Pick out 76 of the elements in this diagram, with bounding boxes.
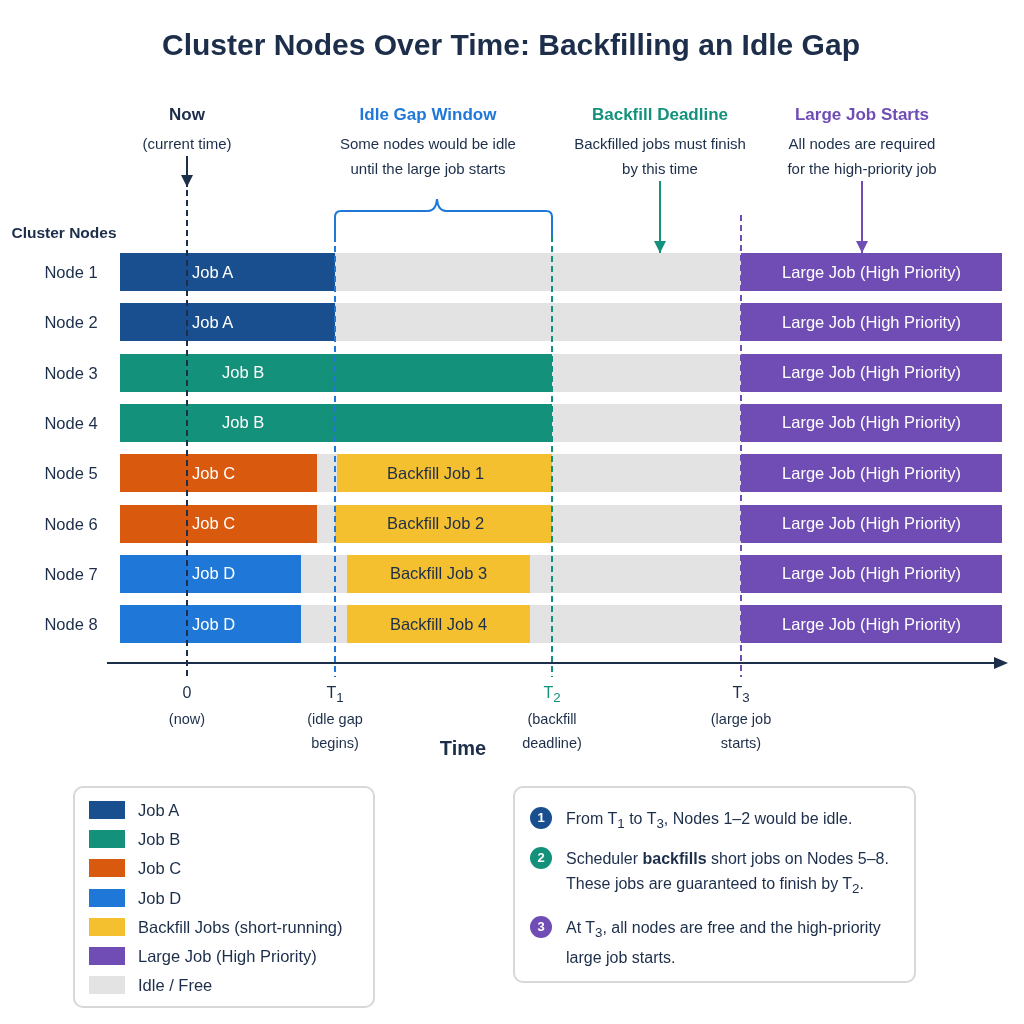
job-bar: Large Job (High Priority) <box>741 253 1002 291</box>
annotation-text: Backfilled jobs must finish by this time <box>573 134 747 179</box>
job-bar: Large Job (High Priority) <box>741 454 1002 493</box>
job-bar: Backfill Job 2 <box>335 504 552 543</box>
diagram-title: Cluster Nodes Over Time: Backfilling an Idle Gap <box>162 27 861 63</box>
legend-label: Large Job (High Priority) <box>138 946 318 966</box>
row-label: Node 7 <box>43 563 99 584</box>
legend-label: Backfill Jobs (short-running) <box>138 916 344 937</box>
job-bar: Job A <box>120 303 335 342</box>
row-label: Node 4 <box>43 412 99 433</box>
job-bar: Large Job (High Priority) <box>741 605 1002 644</box>
job-bar: Job D <box>120 554 301 593</box>
idle-bar <box>335 253 741 291</box>
row-label: Node 5 <box>43 463 99 484</box>
job-bar: Large Job (High Priority) <box>741 403 1002 442</box>
legend-label: Job C <box>138 858 183 879</box>
step-number: 3 <box>530 916 552 938</box>
job-bar: Job C <box>120 504 317 543</box>
annotation-text: (current time) <box>141 134 233 154</box>
arrow <box>654 180 666 254</box>
note-text: From T$_{1}$ to T$_{3}$, Nodes 1–2 would be idle. <box>566 808 854 833</box>
job-bar: Large Job (High Priority) <box>741 353 1002 392</box>
idle-bar <box>335 303 741 342</box>
job-bar: Job A <box>120 253 335 291</box>
annotation-heading: Backfill Deadline <box>590 104 730 126</box>
annotation-text: All nodes are required for the high-priority job <box>786 134 938 179</box>
idle-bar <box>552 454 741 493</box>
arrow <box>856 180 868 254</box>
job-bar: Large Job (High Priority) <box>741 303 1002 342</box>
job-bar: Backfill Job 1 <box>337 454 552 493</box>
notes-panel <box>513 786 916 983</box>
job-bar: Job B <box>120 353 552 392</box>
annotation-heading: Now <box>168 104 206 126</box>
row-header: Cluster Nodes <box>10 223 118 243</box>
job-bar: Job D <box>120 605 301 644</box>
note-text: At T$_{3}$, all nodes are free and the high-priority large job starts. <box>566 917 882 968</box>
idle-bar <box>301 605 347 644</box>
legend-label: Idle / Free <box>138 975 214 996</box>
idle-bar <box>301 554 347 593</box>
annotation-text: Some nodes would be idle until the large job starts <box>339 134 517 179</box>
job-bar: Large Job (High Priority) <box>741 504 1002 543</box>
step-number: 2 <box>530 847 552 869</box>
tick-label: T$_{2}$ <box>542 683 562 708</box>
row-label: Node 6 <box>43 513 99 534</box>
annotation-heading: Idle Gap Window <box>358 104 498 126</box>
idle-bar <box>317 454 337 493</box>
tick-caption: (backfill deadline) <box>521 710 583 753</box>
legend-label: Job B <box>138 829 182 850</box>
job-bar: Job B <box>120 403 552 442</box>
job-bar: Job C <box>120 454 317 493</box>
idle-bar <box>552 504 741 543</box>
idle-bar <box>530 554 741 593</box>
note-text: Scheduler backfills short jobs on Nodes 5–8. These jobs are guaranteed to finish by T$_{2}$. <box>566 848 890 898</box>
tick-caption: (large job starts) <box>709 710 773 753</box>
axis-title: Time <box>438 736 488 761</box>
job-bar: Large Job (High Priority) <box>741 554 1002 593</box>
legend-label: Job A <box>138 800 181 820</box>
idle-bar <box>552 403 741 442</box>
idle-bar <box>317 504 335 543</box>
row-label: Node 3 <box>43 362 99 383</box>
tick-caption: (now) <box>167 710 207 729</box>
job-bar: Backfill Job 4 <box>347 605 530 644</box>
tick-label: T$_{1}$ <box>325 683 345 708</box>
step-number: 1 <box>530 807 552 829</box>
arrow <box>181 155 193 188</box>
tick-label: 0 <box>181 683 193 703</box>
annotation-heading: Large Job Starts <box>793 104 931 126</box>
row-label: Node 1 <box>43 262 99 282</box>
row-label: Node 2 <box>43 312 99 333</box>
tick-label: T$_{3}$ <box>731 683 751 708</box>
idle-bar <box>552 353 741 392</box>
idle-bar <box>530 605 741 644</box>
legend-label: Job D <box>138 887 183 908</box>
row-label: Node 8 <box>43 614 99 635</box>
job-bar: Backfill Job 3 <box>347 554 530 593</box>
tick-caption: (idle gap begins) <box>306 710 364 753</box>
